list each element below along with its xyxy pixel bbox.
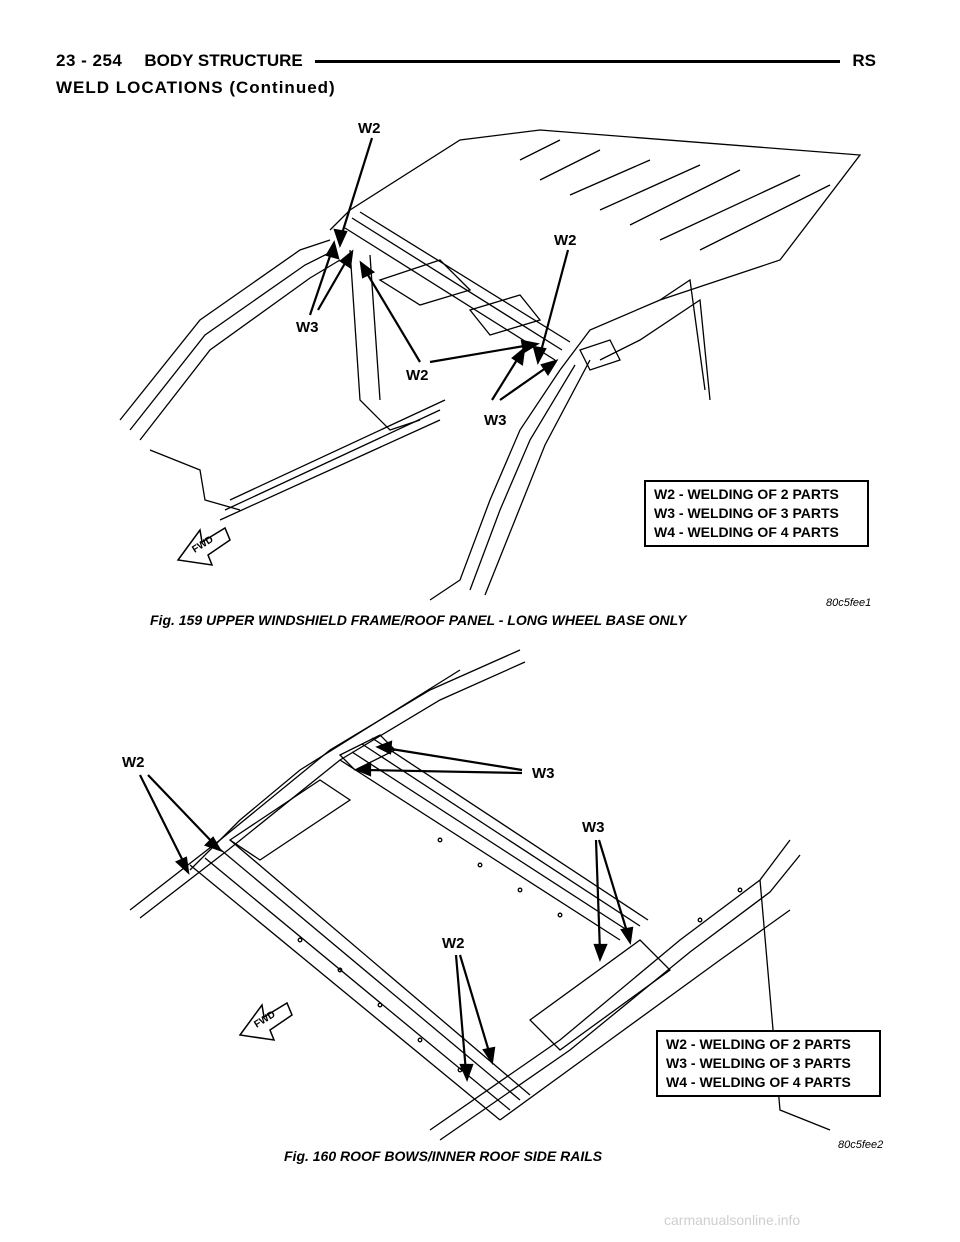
legend-w2: W2 - WELDING OF 2 PARTS bbox=[666, 1036, 851, 1052]
weld-legend-fig159: W2 - WELDING OF 2 PARTS W3 - WELDING OF … bbox=[644, 480, 869, 547]
callout-w3-top: W3 bbox=[532, 765, 555, 782]
page-number: 23 - 254 bbox=[56, 51, 123, 70]
fwd-arrow-icon: FWD bbox=[176, 526, 231, 566]
weld-legend-fig160: W2 - WELDING OF 2 PARTS W3 - WELDING OF … bbox=[656, 1030, 881, 1097]
callout-w2-left: W2 bbox=[122, 754, 145, 771]
windshield-frame-drawing: W2 W2 W3 W2 W3 FWD bbox=[119, 120, 862, 601]
section-title: BODY STRUCTURE bbox=[144, 51, 303, 70]
subheading: WELD LOCATIONS (Continued) bbox=[56, 78, 336, 97]
figure-159-illustration: W2 W2 W3 W2 W3 FWD bbox=[0, 100, 960, 630]
header-rule bbox=[314, 59, 841, 63]
legend-w3: W3 - WELDING OF 3 PARTS bbox=[666, 1055, 851, 1071]
callout-w3-right: W3 bbox=[484, 412, 507, 429]
caption-fig160: Fig. 160 ROOF BOWS/INNER ROOF SIDE RAILS bbox=[284, 1148, 603, 1164]
figure-id-fig160: 80c5fee2 bbox=[838, 1139, 884, 1151]
figure-160-illustration: W2 W3 W3 W2 FWD bbox=[0, 640, 960, 1160]
callout-w2-middle: W2 bbox=[406, 367, 429, 384]
callout-w2-top: W2 bbox=[358, 120, 381, 137]
roof-bows-drawing: W2 W3 W3 W2 FWD bbox=[122, 649, 831, 1141]
callout-w3-left: W3 bbox=[296, 319, 319, 336]
legend-w3: W3 - WELDING OF 3 PARTS bbox=[654, 505, 839, 521]
model-code: RS bbox=[852, 51, 876, 70]
legend-w2: W2 - WELDING OF 2 PARTS bbox=[654, 486, 839, 502]
legend-w4: W4 - WELDING OF 4 PARTS bbox=[666, 1074, 851, 1090]
caption-fig159: Fig. 159 UPPER WINDSHIELD FRAME/ROOF PAN… bbox=[150, 612, 687, 628]
callout-w2-right: W2 bbox=[554, 232, 577, 249]
figure-id-fig159: 80c5fee1 bbox=[826, 597, 872, 609]
page-header: 23 - 254 BODY STRUCTURE RS bbox=[56, 48, 876, 74]
callout-w3-right: W3 bbox=[582, 819, 605, 836]
callout-w2-bottom: W2 bbox=[442, 935, 465, 952]
legend-w4: W4 - WELDING OF 4 PARTS bbox=[654, 524, 839, 540]
fwd-arrow-icon: FWD bbox=[238, 1001, 293, 1041]
watermark: carmanualsonline.info bbox=[664, 1212, 801, 1228]
